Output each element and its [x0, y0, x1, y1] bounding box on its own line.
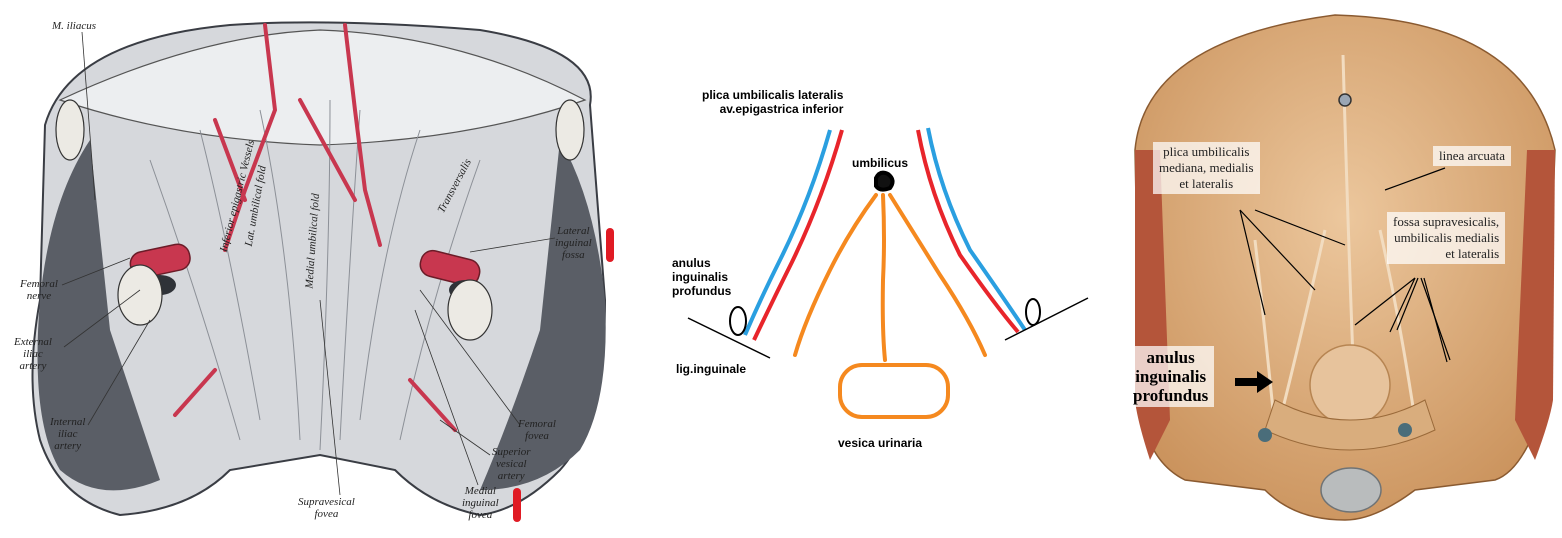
- left-lig-line: [687, 317, 771, 359]
- vesica-urinaria-shape: [838, 363, 950, 419]
- left-anatomy-figure: M. iliacus Lateral inguinal fossa Femora…: [0, 0, 620, 538]
- right-artery-line: [916, 129, 1020, 334]
- label-medial-inguinal-fovea: Medial inguinal fovea: [462, 485, 499, 521]
- right-anulus-ring: [1025, 298, 1041, 326]
- label-anulus-inguinalis-profundus: anulus inguinalis profundus: [1127, 346, 1215, 407]
- label-femoral-fovea: Femoral fovea: [518, 418, 556, 442]
- label-anulus-profundus: anulus inguinalis profundus: [672, 256, 732, 298]
- label-linea-arcuata: linea arcuata: [1433, 146, 1512, 166]
- label-fossa-supravesicalis: fossa supravesicalis, umbilicalis medial…: [1387, 212, 1506, 264]
- label-femoral-nerve: Femoral nerve: [20, 278, 58, 302]
- left-vein-line: [743, 129, 832, 336]
- middle-schematic: plica umbilicalis lateralis av.epigastri…: [640, 0, 1110, 538]
- left-anulus-ring: [729, 306, 747, 336]
- label-external-iliac-artery: External iliac artery: [14, 336, 52, 372]
- right-atlas-figure: plica umbilicalis mediana, medialis et l…: [1115, 0, 1562, 538]
- fold-median: [880, 193, 887, 362]
- umbilicus-knot: [1338, 93, 1352, 107]
- left-illustration: [31, 21, 614, 522]
- schematic-drawing: [687, 127, 1089, 419]
- label-umbilicus: umbilicus: [852, 156, 909, 170]
- label-m-iliacus: M. iliacus: [52, 20, 96, 32]
- label-lig-inguinale: lig.inguinale: [676, 362, 747, 376]
- label-lateral-inguinal-fossa: Lateral inguinal fossa: [555, 225, 592, 261]
- right-lig-line: [1004, 297, 1089, 341]
- label-supravesical-fovea: Supravesical fovea: [298, 496, 355, 520]
- marker-medial-fovea: [513, 488, 521, 522]
- left-artery-line: [752, 129, 844, 341]
- fold-left: [793, 193, 878, 357]
- label-plica-umbilicalis: plica umbilicalis mediana, medialis et l…: [1153, 142, 1260, 194]
- label-plica-lateralis: plica umbilicalis lateralis av.epigastri…: [702, 88, 844, 116]
- anulus-arrow: [1235, 371, 1273, 393]
- right-vein-line: [926, 127, 1027, 332]
- label-vesica-urinaria: vesica urinaria: [838, 436, 923, 450]
- atlas-illustration: [1134, 14, 1556, 521]
- label-internal-iliac-artery: Internal iliac artery: [50, 416, 86, 452]
- umbilicus-mark: [874, 170, 895, 192]
- bladder-globe: [1320, 467, 1382, 513]
- label-superior-vesical-artery: Superior vesical artery: [492, 446, 531, 482]
- marker-lateral-fossa: [606, 228, 614, 262]
- fold-right: [888, 193, 987, 357]
